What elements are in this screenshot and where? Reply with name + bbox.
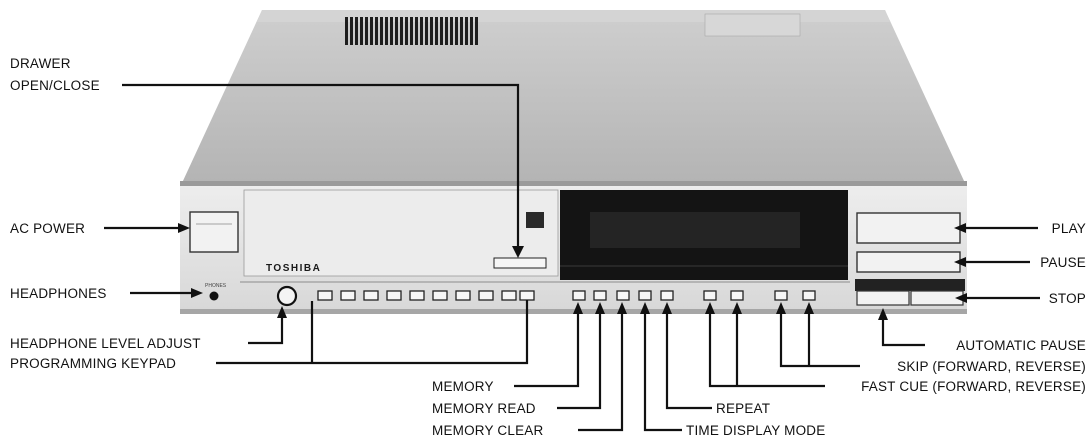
label-repeat: REPEAT [716,401,770,416]
arrow-ac-power [178,223,190,233]
keypad-key[interactable] [409,290,425,301]
cd-player-unit: PHONES TOSHIBA [180,10,967,314]
pause-button[interactable] [856,251,961,273]
label-headphones: HEADPHONES [10,286,107,301]
arrow-drawer [512,246,524,258]
top-cover [182,10,965,183]
power-switch[interactable] [189,211,239,253]
label-pause: PAUSE [1040,255,1086,270]
leader-auto-pause [881,318,925,347]
keypad-key[interactable] [317,290,333,301]
arrow-stop [955,293,967,303]
leader-time-display [643,312,682,432]
arrow-skip-forward [804,302,814,314]
arrow-auto-pause [878,308,888,320]
label-memory-read: MEMORY READ [432,401,536,416]
label-memory-clear: MEMORY CLEAR [432,423,543,437]
arrow-skip-reverse [776,302,786,314]
keypad-key[interactable] [386,290,402,301]
label-ac-power: AC POWER [10,221,85,236]
headphone-level-knob[interactable] [276,285,298,307]
label-drawer-line1: DRAWER [10,56,71,71]
leader-lines [104,83,1040,432]
leader-headphone-level [248,316,284,345]
keypad-key[interactable] [363,290,379,301]
skip-reverse-button[interactable] [774,290,788,301]
label-play: PLAY [1052,221,1086,236]
memory-clear-button[interactable] [616,290,630,301]
label-memory: MEMORY [432,379,494,394]
bottom-trim [180,309,967,314]
leader-repeat [665,312,712,410]
headphone-jack[interactable] [209,291,219,301]
arrow-memory-clear [617,302,627,314]
arrow-memory-read [595,302,605,314]
label-drawer-line2: OPEN/CLOSE [10,78,100,93]
memory-button[interactable] [572,290,586,301]
keypad-key[interactable] [501,290,517,301]
arrow-fast-cue-forward [732,302,742,314]
leader-drawer [122,83,520,248]
leader-memory-read [557,312,602,410]
front-edge [180,181,967,187]
time-display-button[interactable] [638,290,652,301]
display-readout [590,212,800,248]
right-control-strip [855,279,965,291]
arrow-memory [573,302,583,314]
keypad-key[interactable] [432,290,448,301]
arrow-play [954,223,966,233]
label-skip: SKIP (FORWARD, REVERSE) [897,359,1086,374]
programming-keypad [317,290,535,301]
fast-cue-reverse-button[interactable] [703,290,717,301]
label-automatic-pause: AUTOMATIC PAUSE [956,338,1086,353]
fast-cue-forward-button[interactable] [730,290,744,301]
disc-logo [526,212,544,228]
function-buttons [572,290,816,301]
top-label-plate [704,13,801,37]
keypad-key[interactable] [478,290,494,301]
arrow-time-display [640,302,650,314]
repeat-button[interactable] [660,290,674,301]
memory-read-button[interactable] [593,290,607,301]
arrow-pause [954,257,966,267]
leader-keypad [216,300,529,365]
leader-fast-cue [708,312,825,388]
label-stop: STOP [1049,291,1086,306]
callout-labels: DRAWER OPEN/CLOSE AC POWER HEADPHONES HE… [10,56,1086,437]
play-button[interactable] [856,212,961,244]
arrow-repeat [662,302,672,314]
label-headphone-level: HEADPHONE LEVEL ADJUST [10,336,201,351]
open-close-button[interactable] [493,257,547,269]
label-programming-keypad: PROGRAMMING KEYPAD [10,356,176,371]
arrow-fast-cue-reverse [705,302,715,314]
keypad-key[interactable] [455,290,471,301]
keypad-key[interactable] [519,290,535,301]
label-time-display: TIME DISPLAY MODE [686,423,825,437]
keypad-key[interactable] [340,290,356,301]
arrow-headphones [191,288,203,298]
phones-mark: PHONES [205,283,227,289]
brand-logo: TOSHIBA [266,263,321,274]
label-fast-cue: FAST CUE (FORWARD, REVERSE) [861,379,1086,394]
leader-memory-clear [578,312,624,432]
arrow-headphone-level [277,306,287,318]
leader-skip [779,312,860,368]
leader-memory [514,312,580,388]
auto-pause-button[interactable] [856,290,910,306]
ventilation-grille [345,17,480,45]
skip-forward-button[interactable] [802,290,816,301]
